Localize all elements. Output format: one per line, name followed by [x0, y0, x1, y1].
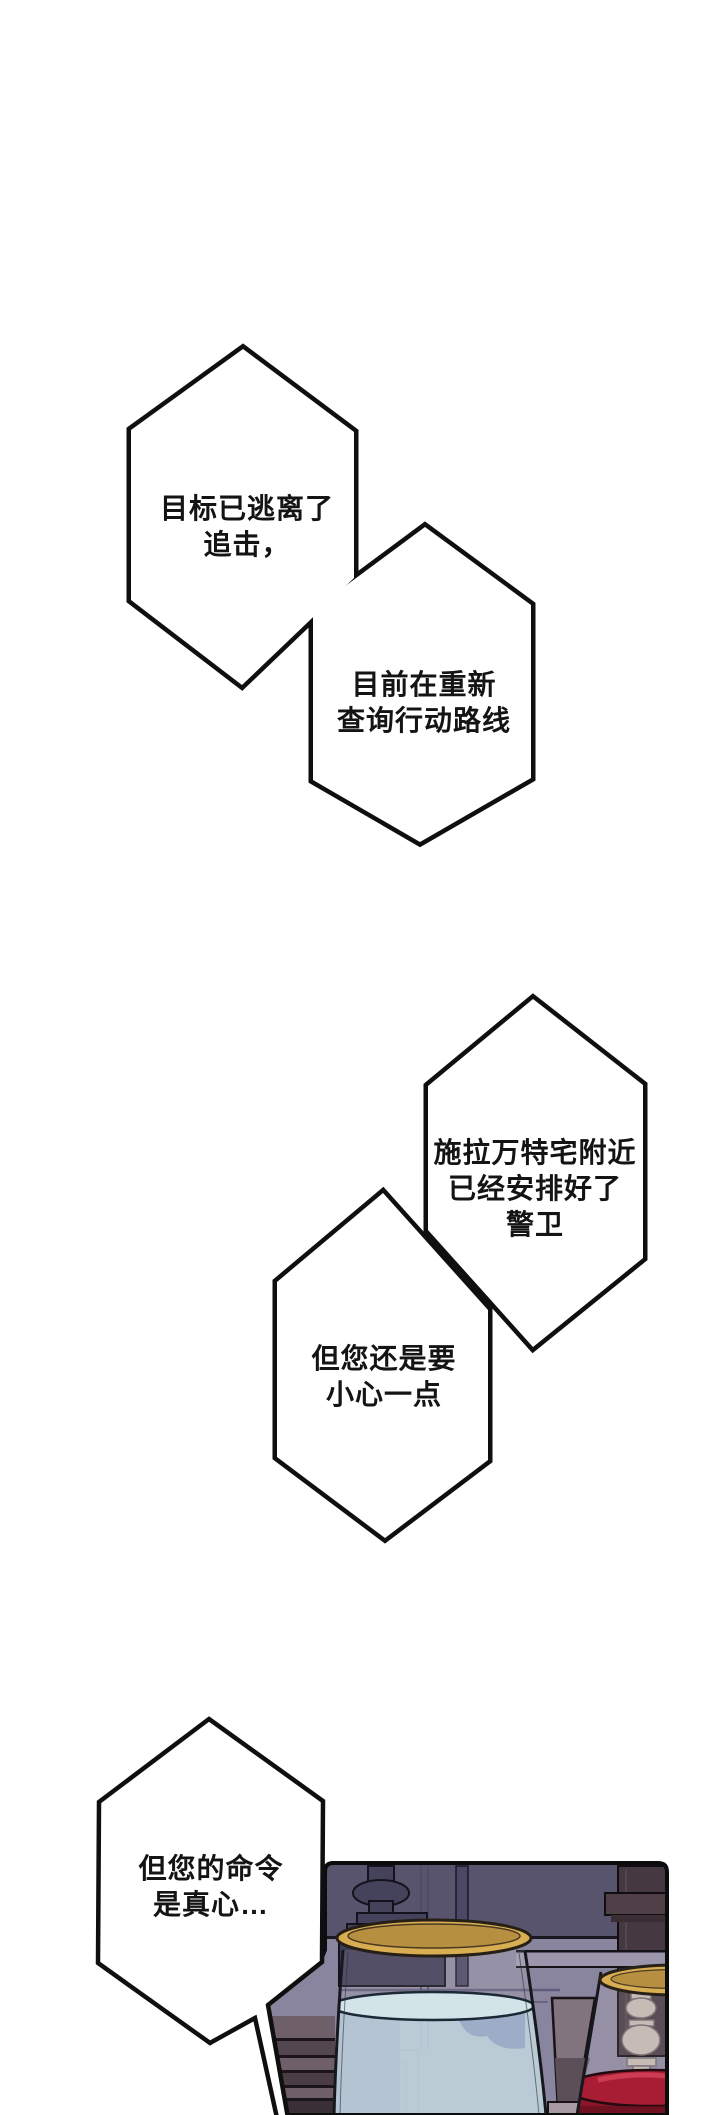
speech-line: 已经安排好了 — [447, 1173, 623, 1204]
glass-wall-left — [332, 1949, 345, 2115]
speech-bubble-pair-top — [126, 343, 536, 848]
speech-line: 但您的命令 — [138, 1853, 284, 1884]
speech-line: 目标已逃离了 — [159, 493, 335, 524]
speech-bubble-2-shape — [313, 527, 531, 842]
speech-bubble-5-shape — [95, 1716, 326, 2115]
speech-bubble-4-text: 但您还是要 小心一点 — [311, 1341, 456, 1413]
speech-line: 目前在重新 — [351, 669, 497, 700]
speech-bubble-4-shape — [277, 1193, 488, 1538]
wine-gold-rim-inner — [610, 1968, 667, 1990]
water-surface — [333, 1990, 536, 2022]
speech-line: 追击， — [203, 529, 291, 560]
speech-line: 警卫 — [505, 1209, 565, 1240]
gold-rim-inner — [347, 1923, 521, 1949]
speech-bubble-1-shape — [131, 349, 354, 685]
speech-bubble-5-text: 但您的命令 是真心… — [138, 1851, 283, 1923]
art-panel — [255, 1863, 667, 2115]
speech-bubble-2-text: 目前在重新 查询行动路线 — [337, 667, 511, 739]
speech-bubble-1-text: 目标已逃离了 追击， — [160, 491, 334, 563]
speech-line: 小心一点 — [325, 1379, 443, 1410]
speech-line: 是真心… — [152, 1889, 270, 1920]
speech-bubble-pair-middle — [272, 993, 648, 1544]
speech-bubble-3-shape — [428, 999, 643, 1347]
wine-goblet — [575, 1963, 667, 2115]
speech-line: 但您还是要 — [311, 1343, 457, 1374]
speech-line: 查询行动路线 — [336, 705, 512, 736]
glass-wall-right — [523, 1950, 548, 2115]
wine-highlight — [597, 2072, 667, 2087]
speech-bubble-3-text: 施拉万特宅附近 已经安排好了 警卫 — [433, 1135, 636, 1243]
speech-line: 施拉万特宅附近 — [433, 1137, 637, 1168]
water-goblet — [332, 1918, 548, 2115]
counter-ledge — [516, 1950, 667, 1968]
wine-glass-wall — [575, 1971, 603, 2115]
pedestal — [547, 1996, 597, 2115]
